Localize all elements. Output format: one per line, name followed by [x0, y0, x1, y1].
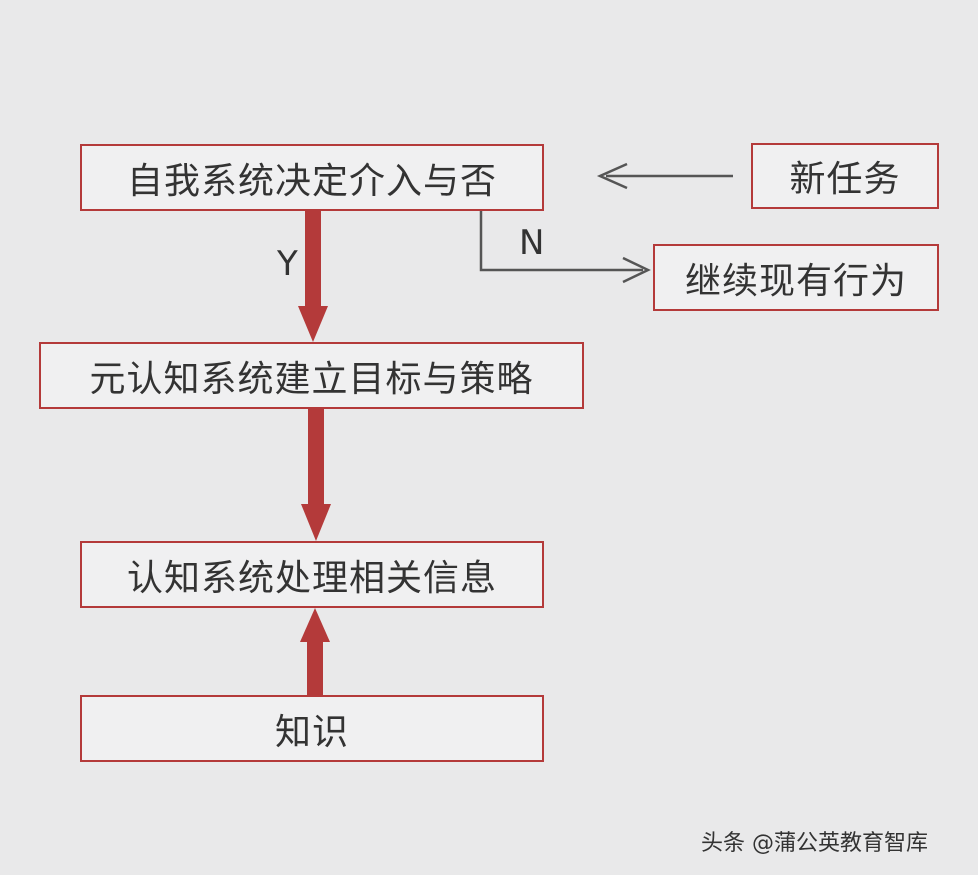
arrow-meta-to-cognitive — [301, 409, 331, 541]
source-watermark: 头条 @蒲公英教育智库 — [701, 831, 928, 856]
continue-behavior-label: 继续现有行为 — [684, 260, 907, 302]
arrow-knowledge-to-cognitive — [300, 608, 330, 695]
yes-edge-label: Y — [277, 244, 298, 284]
knowledge-label: 知识 — [274, 711, 349, 753]
arrow-self-to-meta — [298, 211, 328, 342]
arrow-newtask-to-self — [596, 162, 733, 190]
metacognitive-system-label: 元认知系统建立目标与策略 — [89, 358, 534, 400]
continue-behavior-box: 继续现有行为 — [653, 244, 939, 311]
metacognitive-system-box: 元认知系统建立目标与策略 — [39, 342, 584, 409]
no-edge-label: N — [519, 223, 545, 263]
arrow-self-to-continue — [479, 211, 651, 284]
self-system-label: 自我系统决定介入与否 — [126, 160, 497, 202]
new-task-label: 新任务 — [789, 159, 901, 200]
knowledge-box: 知识 — [80, 695, 544, 762]
self-system-box: 自我系统决定介入与否 — [80, 144, 544, 211]
new-task-box: 新任务 — [751, 143, 939, 209]
cognitive-system-label: 认知系统处理相关信息 — [126, 557, 497, 599]
cognitive-system-box: 认知系统处理相关信息 — [80, 541, 544, 608]
